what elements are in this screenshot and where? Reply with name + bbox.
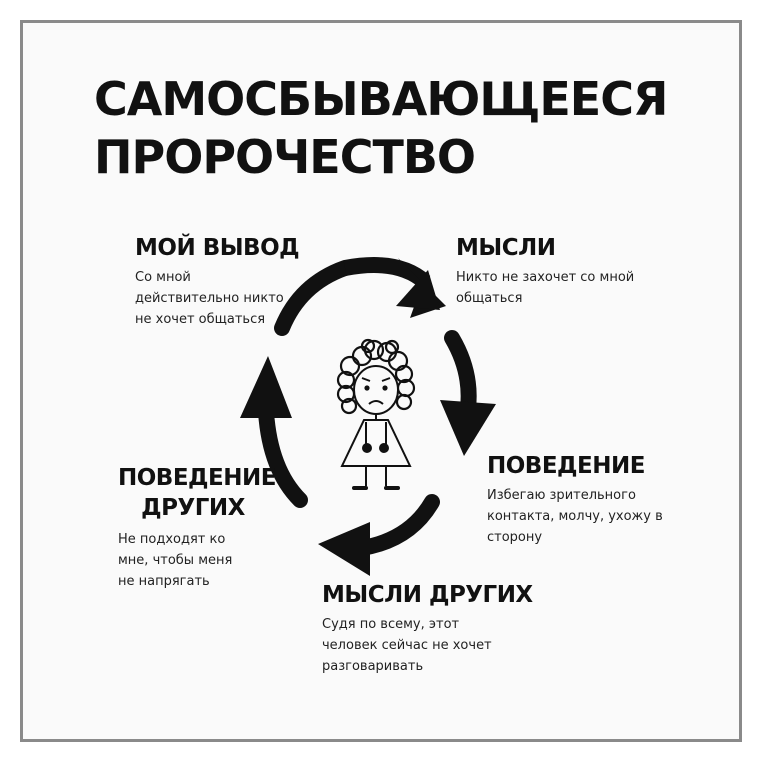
step-text-line: человек сейчас не хочет xyxy=(322,638,492,653)
cycle-arrow-icon xyxy=(240,356,308,508)
step-text-line: Судя по всему, этот xyxy=(322,617,460,632)
step-heading-line: ДРУГИХ xyxy=(141,495,245,521)
step-text-line: сторону xyxy=(487,530,543,545)
step-text-line: общаться xyxy=(456,291,523,306)
step-text-line: мне, чтобы меня xyxy=(118,553,233,568)
step-text-line: Со мной xyxy=(135,270,191,285)
step-text: Не подходят ко мне, чтобы меня не напряг… xyxy=(118,529,293,592)
step-text-line: не напрягать xyxy=(118,574,210,589)
step-heading: ПОВЕДЕНИЕ ДРУГИХ xyxy=(118,463,276,523)
step-heading: МЫСЛИ ДРУГИХ xyxy=(322,582,533,608)
step-my-conclusion: МОЙ ВЫВОД Со мной действительно никто не… xyxy=(135,233,325,330)
step-heading: МОЙ ВЫВОД xyxy=(135,235,300,261)
step-text: Со мной действительно никто не хочет общ… xyxy=(135,267,325,330)
step-text-line: действительно никто xyxy=(135,291,284,306)
step-text-line: Не подходят ко xyxy=(118,532,226,547)
step-others-thoughts: МЫСЛИ ДРУГИХ Судя по всему, этот человек… xyxy=(322,580,562,677)
step-text: Избегаю зрительного контакта, молчу, ухо… xyxy=(487,485,687,548)
sad-girl-icon xyxy=(336,338,416,490)
step-text-line: разговаривать xyxy=(322,659,424,674)
cycle-arrow-icon xyxy=(274,257,446,336)
step-text-line: Никто не захочет со мной xyxy=(456,270,635,285)
title-line-1: САМОСБЫВАЮЩЕЕСЯ xyxy=(94,72,668,126)
step-text-line: контакта, молчу, ухожу в xyxy=(487,509,663,524)
title-line-2: ПРОРОЧЕСТВО xyxy=(94,130,476,184)
step-text-line: Избегаю зрительного xyxy=(487,488,636,503)
step-heading: МЫСЛИ xyxy=(456,235,556,261)
cycle-arrow-icon xyxy=(318,494,440,576)
step-others-behavior: ПОВЕДЕНИЕ ДРУГИХ Не подходят ко мне, что… xyxy=(118,463,293,592)
step-thoughts: МЫСЛИ Никто не захочет со мной общаться xyxy=(456,233,656,309)
step-text: Никто не захочет со мной общаться xyxy=(456,267,656,309)
step-text: Судя по всему, этот человек сейчас не хо… xyxy=(322,614,562,677)
step-text-line: не хочет общаться xyxy=(135,312,266,327)
cycle-arrow-icon xyxy=(440,330,496,456)
step-heading-line: ПОВЕДЕНИЕ xyxy=(118,465,276,491)
step-heading: ПОВЕДЕНИЕ xyxy=(487,453,645,479)
diagram-title: САМОСБЫВАЮЩЕЕСЯ ПРОРОЧЕСТВО xyxy=(94,70,668,186)
step-behavior: ПОВЕДЕНИЕ Избегаю зрительного контакта, … xyxy=(487,451,687,548)
